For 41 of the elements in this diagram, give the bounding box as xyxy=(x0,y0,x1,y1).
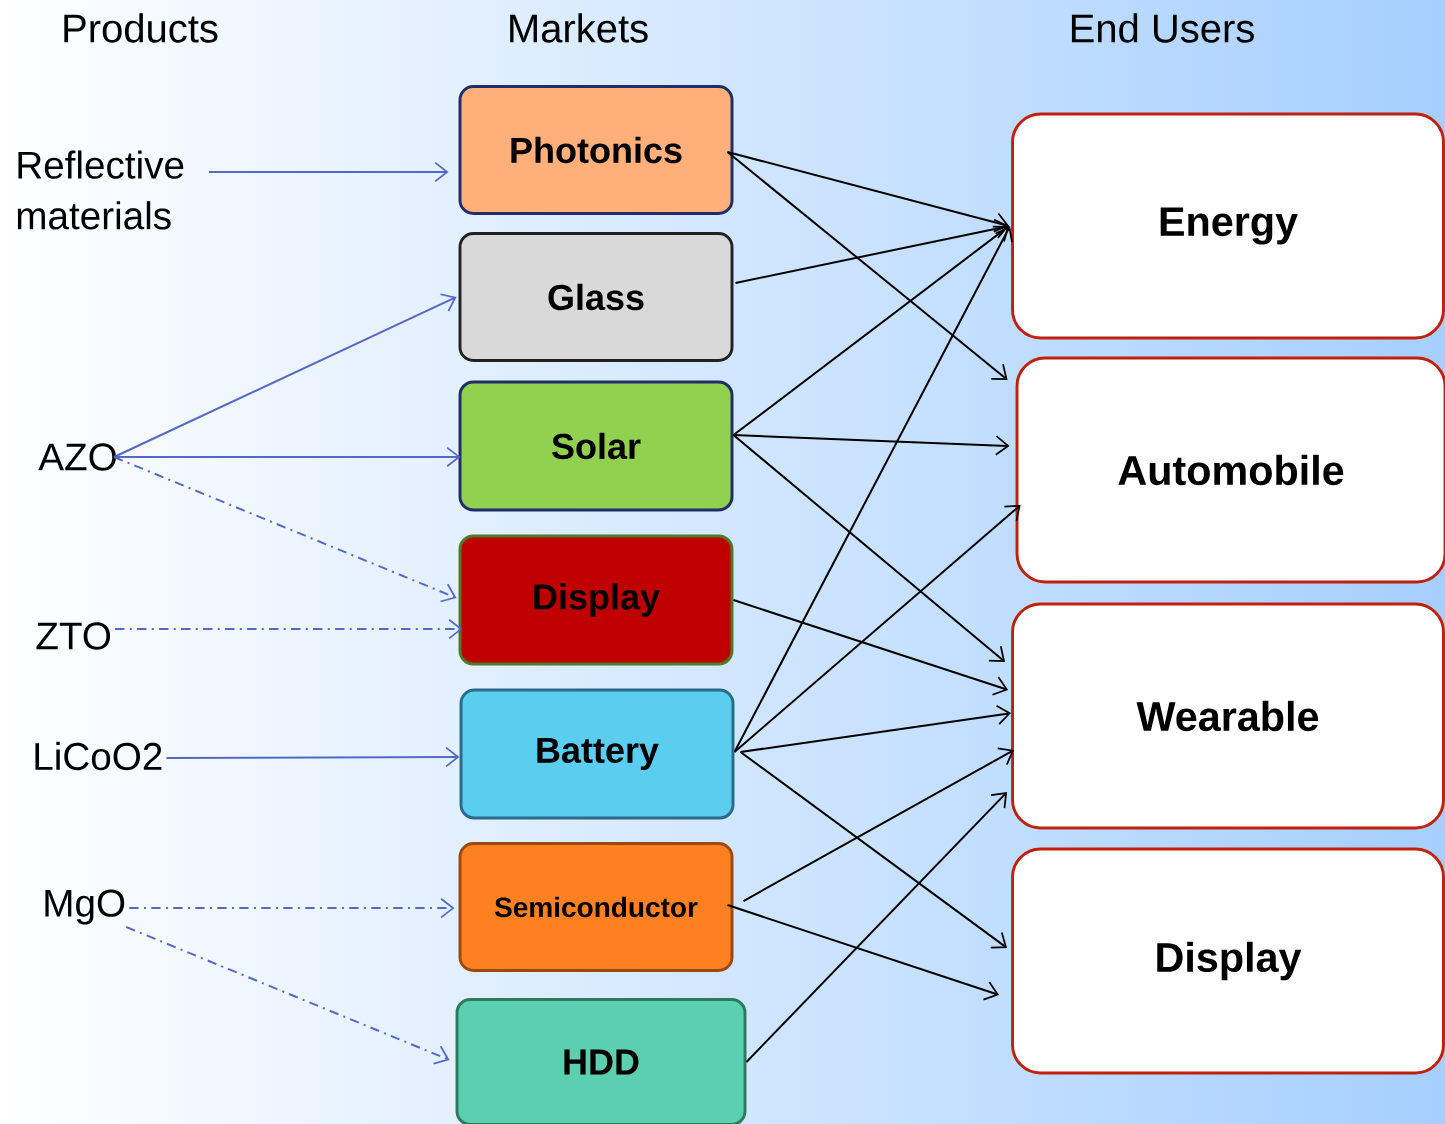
column-heading: Markets xyxy=(510,13,648,43)
product-label: LiCoO2 xyxy=(35,741,162,771)
market-box: HDD xyxy=(455,998,747,1124)
product-label: AZO xyxy=(38,443,116,471)
arrow xyxy=(128,897,455,919)
column-heading: End Users xyxy=(1071,13,1254,43)
arrow xyxy=(113,456,457,603)
arrow xyxy=(732,434,1006,662)
product-label: Reflective materials xyxy=(17,150,184,230)
arrow xyxy=(726,904,1000,1001)
arrow xyxy=(125,926,450,1065)
market-box: Semiconductor xyxy=(458,842,734,972)
arrow xyxy=(114,618,463,640)
arrow xyxy=(726,151,1008,380)
arrow xyxy=(745,792,1008,1063)
arrow xyxy=(732,225,1010,437)
end-user-box: Automobile xyxy=(1015,356,1445,584)
market-box: Display xyxy=(458,534,734,666)
product-label: MgO xyxy=(45,889,125,925)
market-box: Battery xyxy=(459,688,735,820)
product-label: ZTO xyxy=(36,622,111,650)
end-user-box: Display xyxy=(1011,847,1445,1075)
market-box: Glass xyxy=(458,232,734,362)
arrow xyxy=(733,226,1013,753)
arrow xyxy=(113,293,457,458)
arrow xyxy=(732,599,1009,696)
arrow xyxy=(739,751,1008,949)
market-box: Solar xyxy=(458,380,734,512)
arrow xyxy=(113,446,461,468)
arrow xyxy=(726,151,1010,233)
arrow xyxy=(165,746,460,768)
arrow xyxy=(739,704,1012,753)
arrow xyxy=(207,161,449,183)
end-user-box: Energy xyxy=(1011,112,1445,340)
arrow xyxy=(734,218,1010,284)
arrow xyxy=(742,747,1014,902)
column-heading: Products xyxy=(64,13,218,43)
end-user-box: Wearable xyxy=(1011,602,1445,830)
arrow xyxy=(732,434,1010,456)
market-box: Photonics xyxy=(458,85,734,215)
arrow xyxy=(733,504,1021,753)
